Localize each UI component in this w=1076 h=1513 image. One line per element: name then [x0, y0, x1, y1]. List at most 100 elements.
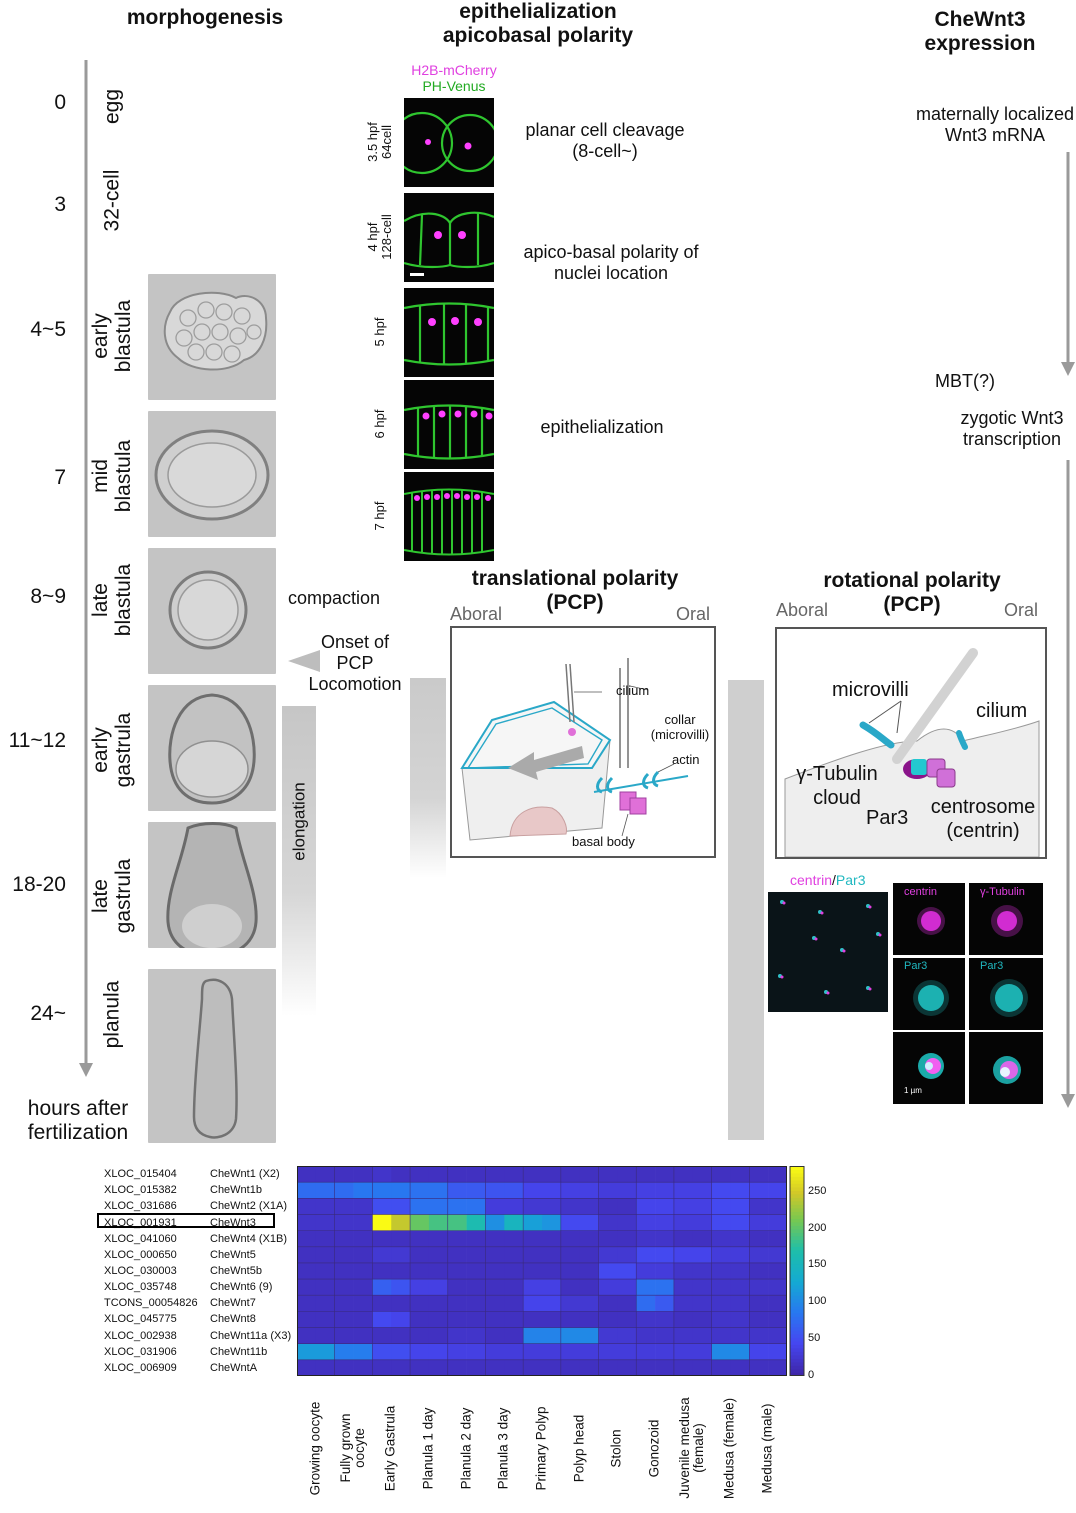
gene-name: CheWnt5b — [210, 1265, 262, 1277]
heatmap-cell — [410, 1262, 430, 1280]
heatmap-cell — [673, 1311, 694, 1328]
heatmap-cell — [315, 1327, 335, 1344]
heatmap-cell — [297, 1214, 317, 1231]
rot-par3-label: Par3 — [866, 807, 909, 829]
heatmap-cell — [560, 1343, 580, 1361]
colorbar-step — [790, 1194, 804, 1198]
colorbar-step — [790, 1176, 804, 1181]
colorbar-step — [790, 1197, 804, 1202]
heatmap-cell — [598, 1198, 618, 1215]
note-mbt: MBT(?) — [935, 371, 995, 391]
heatmap-cell — [655, 1214, 675, 1231]
heatmap-cell — [617, 1198, 637, 1215]
gene-id: XLOC_031686 — [104, 1200, 177, 1213]
heatmap-cell — [560, 1262, 580, 1280]
heatmap-cell — [297, 1246, 317, 1264]
header-wnt3-line1: CheWnt3 — [934, 8, 1026, 31]
heatmap-cell — [636, 1343, 656, 1361]
heatmap-cell — [598, 1359, 618, 1376]
colorbar-step — [790, 1208, 804, 1212]
translational-collar-label: collar (microvilli) — [640, 712, 720, 742]
heatmap-cell — [673, 1246, 694, 1264]
heatmap-cell — [410, 1214, 430, 1231]
column-label-line: Gonozoid — [646, 1419, 662, 1477]
colorbar-step — [790, 1222, 804, 1226]
heatmap-cell — [768, 1327, 787, 1344]
heatmap-cell — [504, 1166, 524, 1183]
heatmap-cell — [447, 1198, 467, 1215]
heatmap-cell — [428, 1246, 449, 1264]
colorbar-step — [790, 1302, 804, 1307]
heatmap-cell — [673, 1295, 694, 1312]
heatmap-cell — [334, 1279, 354, 1296]
heatmap-cell — [692, 1230, 712, 1248]
highlight-row-box — [97, 1213, 275, 1228]
gene-id: XLOC_045775 — [104, 1313, 177, 1326]
heatmap-cell — [504, 1198, 524, 1215]
onset-line3: Locomotion — [308, 674, 402, 694]
heatmap-cell — [655, 1343, 675, 1361]
column-label-line: Planula 2 day — [458, 1407, 474, 1489]
heatmap-cell — [391, 1295, 411, 1312]
heatmap-cell — [315, 1214, 335, 1231]
heatmap-cell — [598, 1295, 618, 1312]
stage-label-line: early — [89, 313, 112, 359]
gene-name: CheWnt1 (X2) — [210, 1168, 280, 1181]
stage-label-line: early — [89, 727, 112, 773]
heatmap-cell — [466, 1311, 486, 1328]
colorbar-step — [790, 1215, 804, 1219]
heatmap-cell — [730, 1311, 750, 1328]
colorbar-step — [790, 1183, 804, 1188]
heatmap-cell — [768, 1311, 787, 1328]
rot-cilium-label: cilium — [976, 700, 1028, 722]
heatmap-cell — [673, 1279, 694, 1296]
colorbar-step — [790, 1278, 804, 1282]
column-label: Planula 3 day — [496, 1383, 512, 1513]
heatmap-cell — [598, 1279, 618, 1296]
translational-left-bar — [410, 678, 446, 878]
mic-panel-128cell — [404, 193, 494, 282]
colorbar-step — [790, 1267, 804, 1272]
heatmap-cell — [297, 1311, 317, 1328]
colorbar-step — [790, 1229, 804, 1233]
heatmap-cell — [353, 1230, 373, 1248]
heatmap-cell — [428, 1262, 449, 1280]
heatmap-cell — [504, 1311, 524, 1328]
heatmap-cell — [636, 1230, 656, 1248]
heatmap-cell — [391, 1262, 411, 1280]
heatmap-cell — [428, 1327, 449, 1344]
heatmap-cell — [334, 1198, 354, 1215]
heatmap-cell — [542, 1295, 562, 1312]
heatmap-cell — [542, 1262, 562, 1280]
heatmap-cell — [768, 1246, 787, 1264]
heatmap-border — [297, 1166, 787, 1376]
heatmap-cell — [447, 1359, 467, 1376]
column-label-line: Growing oocyte — [307, 1401, 323, 1495]
heatmap-cell — [542, 1214, 562, 1231]
colorbar-step — [790, 1236, 804, 1240]
heatmap-cell — [730, 1327, 750, 1344]
heatmap-cell — [692, 1359, 712, 1376]
axis-label-hours: hours after fertilization — [18, 1097, 138, 1145]
note-cleavage-line1: planar cell cleavage — [525, 120, 685, 140]
heatmap-cell — [598, 1246, 618, 1264]
colorbar-step — [790, 1257, 804, 1261]
heatmap-cell — [560, 1279, 580, 1296]
heatmap-cell — [617, 1262, 637, 1280]
header-epithelialization: epithelialization apicobasal polarity — [398, 0, 678, 48]
time-label: 0 — [54, 91, 66, 114]
heatmap-cell — [617, 1230, 637, 1248]
heatmap-cell — [410, 1246, 430, 1264]
heatmap-cell — [466, 1182, 486, 1199]
dic-late-blastula — [148, 548, 276, 674]
stage-label-line: gastrula — [112, 712, 135, 788]
heatmap-cell — [617, 1311, 637, 1328]
translational-arrow-icon — [508, 746, 584, 780]
header-translational: translational polarity (PCP) — [440, 567, 710, 615]
if-centrin-text: centrin — [790, 872, 833, 888]
heatmap-cell — [428, 1343, 449, 1361]
heatmap-cell — [655, 1311, 675, 1328]
heatmap-cell — [673, 1262, 694, 1280]
onset-arrowhead — [288, 650, 320, 672]
colorbar-step — [790, 1169, 804, 1174]
